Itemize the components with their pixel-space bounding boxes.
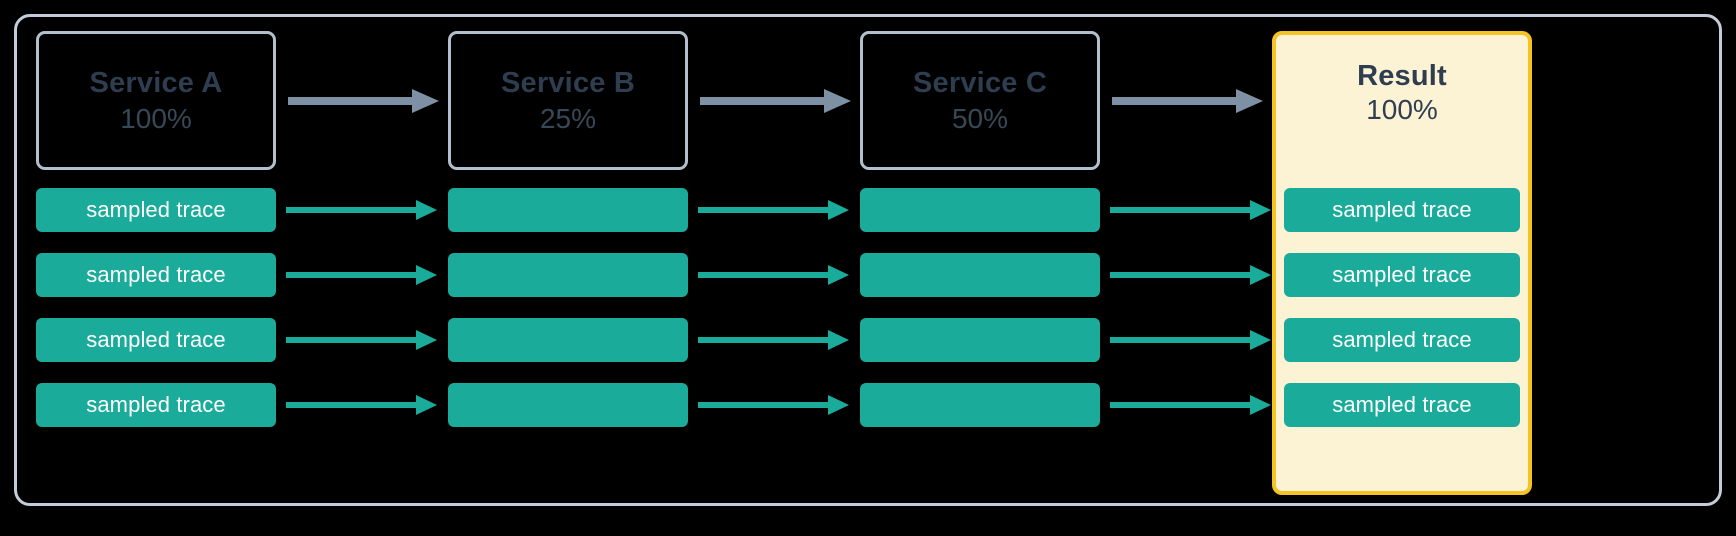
trace-bar-service-b-row2[interactable] bbox=[448, 253, 688, 297]
trace-bar-label: sampled trace bbox=[1332, 392, 1472, 417]
service-percent-result: 100% bbox=[1366, 94, 1438, 126]
trace-bar-service-a-row4[interactable]: sampled trace bbox=[36, 383, 276, 427]
trace-bar-label: sampled trace bbox=[86, 262, 226, 287]
diagram-outer-frame bbox=[14, 14, 1722, 506]
service-box-service-a[interactable]: Service A 100% bbox=[36, 31, 276, 170]
trace-bar-service-c-row3[interactable] bbox=[860, 318, 1100, 362]
trace-bar-label: sampled trace bbox=[86, 327, 226, 352]
trace-arrow-row3-service-b-to-service-c bbox=[698, 330, 850, 350]
trace-arrow-row2-service-b-to-service-c bbox=[698, 265, 850, 285]
trace-bar-service-c-row2[interactable] bbox=[860, 253, 1100, 297]
arrow-service-a-to-service-b bbox=[288, 88, 440, 114]
trace-bar-label: sampled trace bbox=[1332, 197, 1472, 222]
trace-arrow-row2-service-a-to-service-b bbox=[286, 265, 438, 285]
service-box-service-c[interactable]: Service C 50% bbox=[860, 31, 1100, 170]
trace-bar-service-c-row4[interactable] bbox=[860, 383, 1100, 427]
trace-bar-label: sampled trace bbox=[86, 197, 226, 222]
service-title-service-a: Service A bbox=[89, 66, 223, 99]
trace-arrow-row1-service-c-to-result bbox=[1110, 200, 1272, 220]
trace-bar-label: sampled trace bbox=[1332, 327, 1472, 352]
trace-bar-result-row2[interactable]: sampled trace bbox=[1284, 253, 1520, 297]
trace-bar-label: sampled trace bbox=[86, 392, 226, 417]
arrow-service-c-to-result bbox=[1112, 88, 1264, 114]
trace-bar-service-a-row3[interactable]: sampled trace bbox=[36, 318, 276, 362]
trace-bar-service-b-row1[interactable] bbox=[448, 188, 688, 232]
service-box-service-b[interactable]: Service B 25% bbox=[448, 31, 688, 170]
trace-bar-service-a-row2[interactable]: sampled trace bbox=[36, 253, 276, 297]
trace-arrow-row2-service-c-to-result bbox=[1110, 265, 1272, 285]
trace-arrow-row1-service-a-to-service-b bbox=[286, 200, 438, 220]
trace-arrow-row3-service-a-to-service-b bbox=[286, 330, 438, 350]
trace-bar-service-c-row1[interactable] bbox=[860, 188, 1100, 232]
trace-bar-service-b-row4[interactable] bbox=[448, 383, 688, 427]
trace-arrow-row4-service-c-to-result bbox=[1110, 395, 1272, 415]
service-percent-service-b: 25% bbox=[539, 103, 597, 135]
service-title-service-b: Service B bbox=[501, 66, 635, 99]
service-title-service-c: Service C bbox=[913, 66, 1047, 99]
trace-bar-result-row4[interactable]: sampled trace bbox=[1284, 383, 1520, 427]
trace-arrow-row4-service-b-to-service-c bbox=[698, 395, 850, 415]
arrow-service-b-to-service-c bbox=[700, 88, 852, 114]
trace-bar-result-row3[interactable]: sampled trace bbox=[1284, 318, 1520, 362]
service-percent-service-c: 50% bbox=[951, 103, 1009, 135]
trace-bar-service-b-row3[interactable] bbox=[448, 318, 688, 362]
service-percent-service-a: 100% bbox=[120, 103, 192, 135]
trace-bar-result-row1[interactable]: sampled trace bbox=[1284, 188, 1520, 232]
trace-arrow-row1-service-b-to-service-c bbox=[698, 200, 850, 220]
trace-arrow-row4-service-a-to-service-b bbox=[286, 395, 438, 415]
service-title-result: Result bbox=[1357, 60, 1447, 92]
trace-arrow-row3-service-c-to-result bbox=[1110, 330, 1272, 350]
trace-bar-service-a-row1[interactable]: sampled trace bbox=[36, 188, 276, 232]
trace-bar-label: sampled trace bbox=[1332, 262, 1472, 287]
